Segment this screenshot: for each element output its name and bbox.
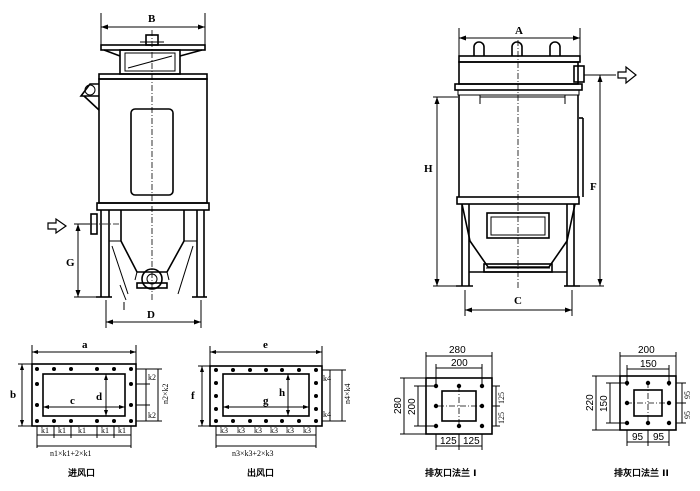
dim-k3-5: k3	[286, 426, 294, 435]
inlet-flange: a b c d k2 k2 n2×	[10, 339, 170, 479]
ash2-height-outer: 220	[585, 394, 596, 411]
dim-e: e	[263, 339, 268, 351]
ash1-bottom-a: 125	[440, 436, 457, 447]
outlet-bolt-holes	[214, 368, 318, 423]
dim-k3-6: k3	[303, 426, 311, 435]
ash1-side-a: 125	[497, 392, 506, 404]
inlet-formula: n1×k1+2×k1	[50, 449, 92, 458]
ash2-width-inner: 150	[640, 359, 657, 370]
ash1-caption: 排灰口法兰 I	[425, 467, 476, 479]
ash2-bottom-b: 95	[653, 432, 665, 443]
ash1-height-outer: 280	[393, 397, 404, 414]
ash1-side-b: 125	[497, 412, 506, 424]
dim-k3-1: k3	[220, 426, 228, 435]
dim-k2-top: k2	[148, 373, 156, 382]
dim-F: F	[590, 181, 597, 193]
dim-D: D	[147, 309, 155, 321]
ash1-width-outer: 280	[449, 345, 466, 356]
dim-n2k2: n2×k2	[161, 383, 170, 404]
outlet-caption: 出风口	[247, 467, 274, 479]
dim-h: h	[279, 387, 285, 399]
dim-k3-3: k3	[254, 426, 262, 435]
ash2-width-outer: 200	[638, 345, 655, 356]
dim-k2-bottom: k2	[148, 411, 156, 420]
ash2-bottom-a: 95	[632, 432, 644, 443]
dim-c: c	[70, 395, 75, 407]
dim-B: B	[148, 13, 156, 25]
dim-k1-5: k1	[118, 426, 126, 435]
dim-b: b	[10, 389, 16, 401]
inlet-caption: 进风口	[68, 467, 95, 479]
dim-f: f	[191, 390, 195, 402]
dim-A: A	[515, 25, 523, 37]
ash1-height-inner: 200	[407, 398, 418, 415]
dim-k1-2: k1	[58, 426, 66, 435]
ash2-height-inner: 150	[599, 395, 610, 412]
dim-a: a	[82, 339, 88, 351]
front-view: B	[47, 13, 210, 328]
ash2-caption: 排灰口法兰 II	[614, 467, 669, 479]
side-view: A	[424, 25, 637, 316]
dim-k4-top: k4	[323, 374, 331, 383]
dim-k1-4: k1	[101, 426, 109, 435]
ash1-bottom-b: 125	[463, 436, 480, 447]
dim-k4-bottom: k4	[323, 410, 331, 419]
ash1-width-inner: 200	[451, 358, 468, 369]
dim-C: C	[514, 295, 522, 307]
dim-H: H	[424, 163, 433, 175]
ash2-side-a: 95	[683, 391, 692, 399]
dim-k3-2: k3	[237, 426, 245, 435]
dim-g: g	[263, 395, 269, 407]
dim-k1-3: k1	[78, 426, 86, 435]
dim-n4k4: n4×k4	[343, 383, 352, 404]
ash-flange-2: 200 150 220 150 95 95 95 95 排灰口法兰 II	[585, 345, 692, 479]
ash-flange-1: 280 200 280 200 125 125 125 125 排灰口法兰 I	[393, 345, 506, 479]
dim-k1-1: k1	[41, 426, 49, 435]
inlet-bolt-holes	[35, 367, 133, 423]
outlet-formula: n3×k3+2×k3	[232, 449, 274, 458]
ash2-side-b: 95	[683, 411, 692, 419]
dim-G: G	[66, 257, 75, 269]
dim-k3-4: k3	[270, 426, 278, 435]
outlet-flange: e f g h k4 k4 n4×k4 k3	[191, 339, 352, 479]
dim-d: d	[96, 391, 102, 403]
